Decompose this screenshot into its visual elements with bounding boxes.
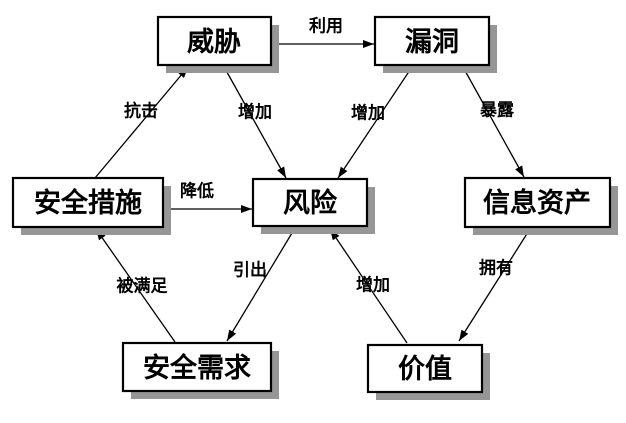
edge-increase-from-vulnerability-line [337, 66, 413, 179]
edge-increase-from-threat-label: 增加 [238, 102, 272, 122]
edge-exploit: 利用 [272, 16, 374, 48]
edge-increase-from-vulnerability: 增加 [337, 66, 413, 179]
node-security-measures-box [11, 176, 165, 229]
node-threat-label: 威胁 [187, 27, 241, 57]
edge-reduce: 降低 [164, 181, 252, 213]
node-risk-label: 风险 [283, 187, 338, 218]
node-security-measures: 安全措施 [11, 176, 171, 235]
node-security-measures-label: 安全措施 [34, 187, 142, 218]
edge-reduce-label: 降低 [180, 181, 214, 201]
edge-expose-label: 暴露 [479, 101, 515, 120]
node-threat-box [156, 15, 273, 67]
edge-lead-to-line [226, 227, 296, 342]
node-security-requirements: 安全需求 [121, 341, 279, 399]
edge-lead-to: 引出 [226, 227, 296, 342]
node-information-assets-label: 信息资产 [483, 187, 591, 218]
edge-own-line [458, 228, 531, 342]
edge-be-satisfied-label: 被满足 [117, 276, 168, 296]
node-information-assets-box [463, 176, 612, 229]
edge-resist: 抗击 [94, 66, 189, 179]
node-vulnerability: 漏洞 [373, 15, 497, 73]
node-vulnerability-label: 漏洞 [405, 27, 459, 57]
edge-own-label: 拥有 [479, 258, 513, 278]
node-security-requirements-label: 安全需求 [143, 352, 251, 383]
edge-own: 拥有 [458, 228, 531, 342]
edge-increase-from-value-line [329, 228, 408, 344]
node-value: 价值 [366, 343, 490, 400]
edge-expose: 暴露 [462, 66, 525, 178]
edge-be-satisfied-line [95, 228, 176, 343]
edge-lead-to-label: 引出 [233, 260, 267, 280]
edge-increase-from-threat: 增加 [222, 64, 287, 179]
node-vulnerability-box [373, 15, 491, 67]
node-risk-box [251, 177, 369, 228]
edge-resist-label: 抗击 [124, 101, 158, 121]
node-risk: 风险 [251, 177, 375, 234]
edge-increase-from-value-label: 增加 [356, 275, 390, 295]
node-value-label: 价值 [398, 354, 452, 384]
edge-exploit-label: 利用 [309, 16, 343, 36]
edge-resist-line [94, 66, 189, 179]
edge-increase-from-threat-line [222, 64, 287, 179]
node-value-box [366, 343, 484, 394]
node-information-assets: 信息资产 [463, 176, 618, 235]
node-security-requirements-box [121, 341, 273, 393]
edge-increase-from-vulnerability-label: 增加 [351, 103, 385, 123]
edge-be-satisfied: 被满足 [95, 228, 176, 343]
edge-increase-from-value: 增加 [329, 228, 408, 344]
edge-expose-line [462, 66, 525, 178]
node-threat: 威胁 [156, 15, 279, 73]
